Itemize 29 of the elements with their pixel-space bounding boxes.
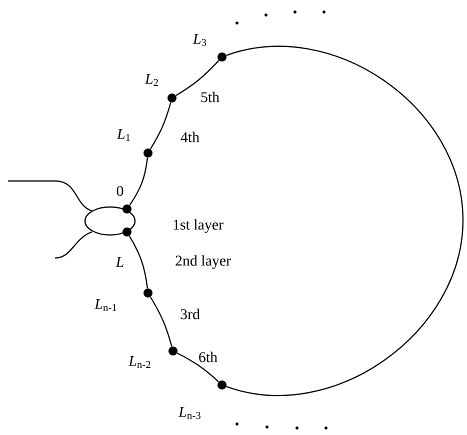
layer-dot bbox=[218, 52, 226, 62]
curve-segment bbox=[176, 352, 219, 382]
curve-segment bbox=[150, 102, 172, 150]
layer-dot bbox=[122, 227, 132, 236]
point-label: L$_{n-2}$ bbox=[128, 356, 150, 368]
point-label: L$_{n-1}$ bbox=[94, 299, 116, 311]
edge-label: 4th bbox=[180, 132, 200, 142]
curve-segment bbox=[129, 158, 148, 206]
point-label: L bbox=[116, 257, 124, 267]
layer-dot bbox=[144, 288, 152, 298]
layer-dot bbox=[168, 346, 178, 356]
edge-label: 1st layer bbox=[174, 219, 224, 233]
point-label: L$_{2}$ bbox=[144, 74, 158, 86]
layer-dot bbox=[144, 148, 152, 158]
curve-segment bbox=[226, 46, 464, 396]
point-label: L$_{n-3}$ bbox=[178, 406, 200, 419]
curve-segment bbox=[128, 236, 148, 288]
layer-dot bbox=[218, 380, 226, 390]
edge-label: 3rd bbox=[180, 308, 200, 320]
layer-dot bbox=[122, 204, 132, 214]
curve-segment bbox=[150, 296, 172, 347]
edge-label: 5th bbox=[201, 92, 220, 102]
point-label: L$_{3}$ bbox=[192, 34, 206, 46]
point-label: L$_{1}$ bbox=[116, 129, 130, 141]
edge-label: 6th bbox=[199, 352, 218, 362]
curve-segment bbox=[176, 60, 220, 96]
point-label: 0 bbox=[116, 186, 124, 196]
layer-dot bbox=[168, 93, 176, 102]
edge-label: 2nd layer bbox=[176, 255, 231, 269]
